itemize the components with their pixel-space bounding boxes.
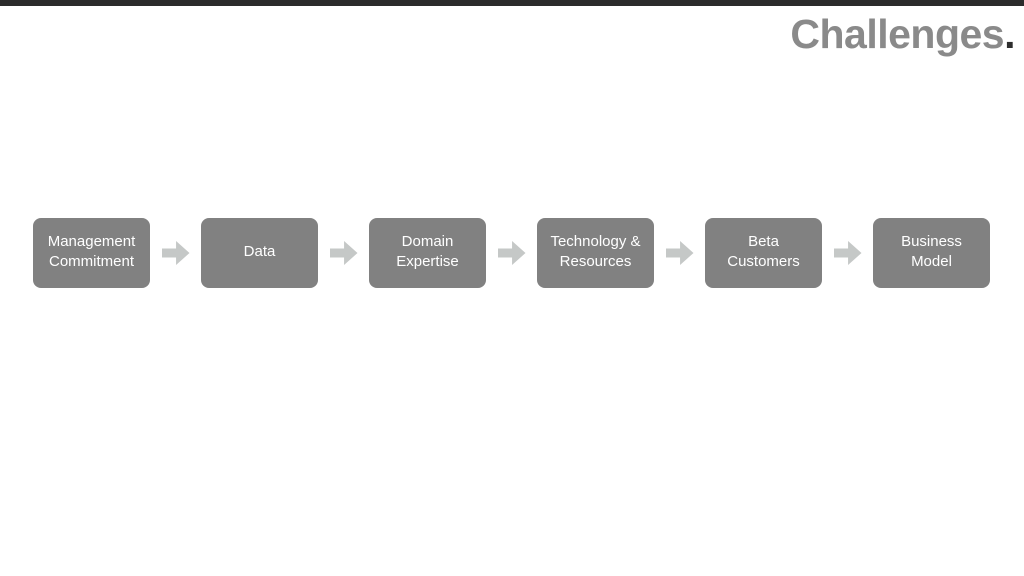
slide-title-period: . — [1004, 11, 1015, 57]
flow-arrow-cell — [654, 218, 705, 288]
flow-step-management-commitment: Management Commitment — [33, 218, 150, 288]
flow-step-domain-expertise: Domain Expertise — [369, 218, 486, 288]
flow-arrow-cell — [486, 218, 537, 288]
flow-arrow-cell — [150, 218, 201, 288]
flow-step-technology-resources: Technology & Resources — [537, 218, 654, 288]
flow-arrow-cell — [318, 218, 369, 288]
flow-step-label: Technology & Resources — [550, 232, 641, 270]
flow-step-label: Beta Customers — [727, 232, 800, 270]
right-arrow-icon — [161, 241, 190, 265]
flow-step-label: Management Commitment — [47, 232, 136, 270]
right-arrow-icon — [665, 241, 694, 265]
flow-step-beta-customers: Beta Customers — [705, 218, 822, 288]
flow-step-label: Domain Expertise — [396, 232, 459, 270]
process-flow: Management Commitment Data Domain Expert… — [33, 218, 990, 288]
flow-step-data: Data — [201, 218, 318, 288]
flow-step-business-model: Business Model — [873, 218, 990, 288]
flow-step-label: Business Model — [901, 232, 962, 270]
slide-title-text: Challenges — [790, 11, 1005, 57]
flow-step-label: Data — [243, 242, 276, 260]
right-arrow-icon — [833, 241, 862, 265]
flow-arrow-cell — [822, 218, 873, 288]
top-accent-bar — [0, 0, 1024, 6]
right-arrow-icon — [497, 241, 526, 265]
right-arrow-icon — [329, 241, 358, 265]
slide-title: Challenges. — [790, 14, 1015, 55]
